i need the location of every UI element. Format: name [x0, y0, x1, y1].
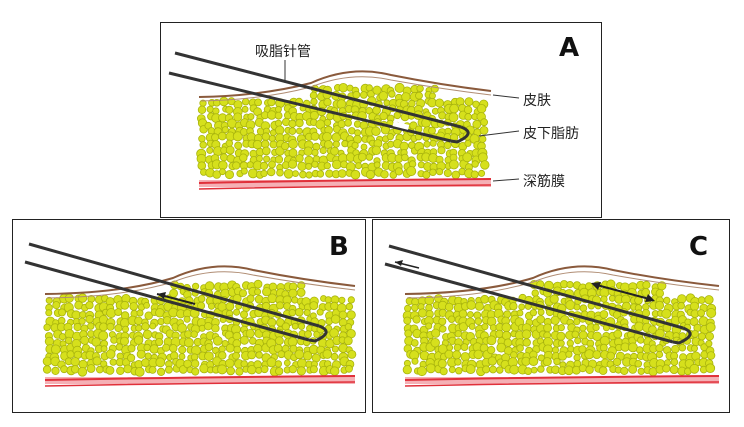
skin-line — [404, 265, 720, 295]
deep-fascia — [404, 375, 720, 381]
deep-fascia-lower — [44, 381, 356, 387]
label-subcutaneous-fat: 皮下脂肪 — [523, 126, 579, 142]
double-arrow-icon — [591, 282, 655, 302]
cannula-lower — [168, 71, 452, 143]
skin-line-inner — [200, 76, 492, 102]
panel-letter-c: C — [689, 232, 709, 262]
arrow-left-icon — [156, 292, 196, 305]
pointer-skin — [492, 94, 520, 99]
fat-layer — [42, 279, 357, 384]
panel-b-illustration — [24, 242, 357, 387]
cannula-lower — [24, 260, 310, 342]
cannula-upper — [388, 244, 684, 330]
cannula-tip — [672, 326, 692, 345]
panel-letter-b: B — [329, 232, 349, 262]
panel-b: B — [12, 219, 366, 413]
skin-line — [44, 265, 356, 295]
cannula-hole — [392, 121, 410, 130]
label-liposuction-cannula: 吸脂针管 — [255, 44, 311, 60]
panel-a-illustration — [168, 51, 520, 190]
panel-c-illustration — [384, 244, 720, 387]
pointer-fat — [478, 130, 520, 137]
cannula-tip — [308, 324, 328, 343]
deep-fascia — [198, 178, 492, 184]
deep-fascia — [44, 375, 356, 381]
cannula-upper — [174, 51, 462, 129]
skin-line-inner — [46, 271, 356, 299]
cannula-upper — [28, 242, 320, 328]
label-skin: 皮肤 — [523, 93, 551, 109]
deep-fascia-lower — [404, 381, 720, 387]
fat-layer — [196, 82, 491, 187]
skin-line-inner — [406, 271, 720, 299]
pointer-fascia — [492, 178, 520, 182]
panel-a: A 吸脂针管 皮肤 皮下脂肪 深筋膜 — [160, 22, 602, 218]
deep-fascia-lower — [198, 184, 492, 190]
panel-c: C — [372, 219, 730, 413]
arrow-left-icon — [394, 260, 420, 269]
label-deep-fascia: 深筋膜 — [523, 174, 565, 190]
panel-letter-a: A — [559, 33, 580, 63]
cannula-lower — [384, 262, 674, 344]
cannula-tip — [450, 125, 470, 144]
